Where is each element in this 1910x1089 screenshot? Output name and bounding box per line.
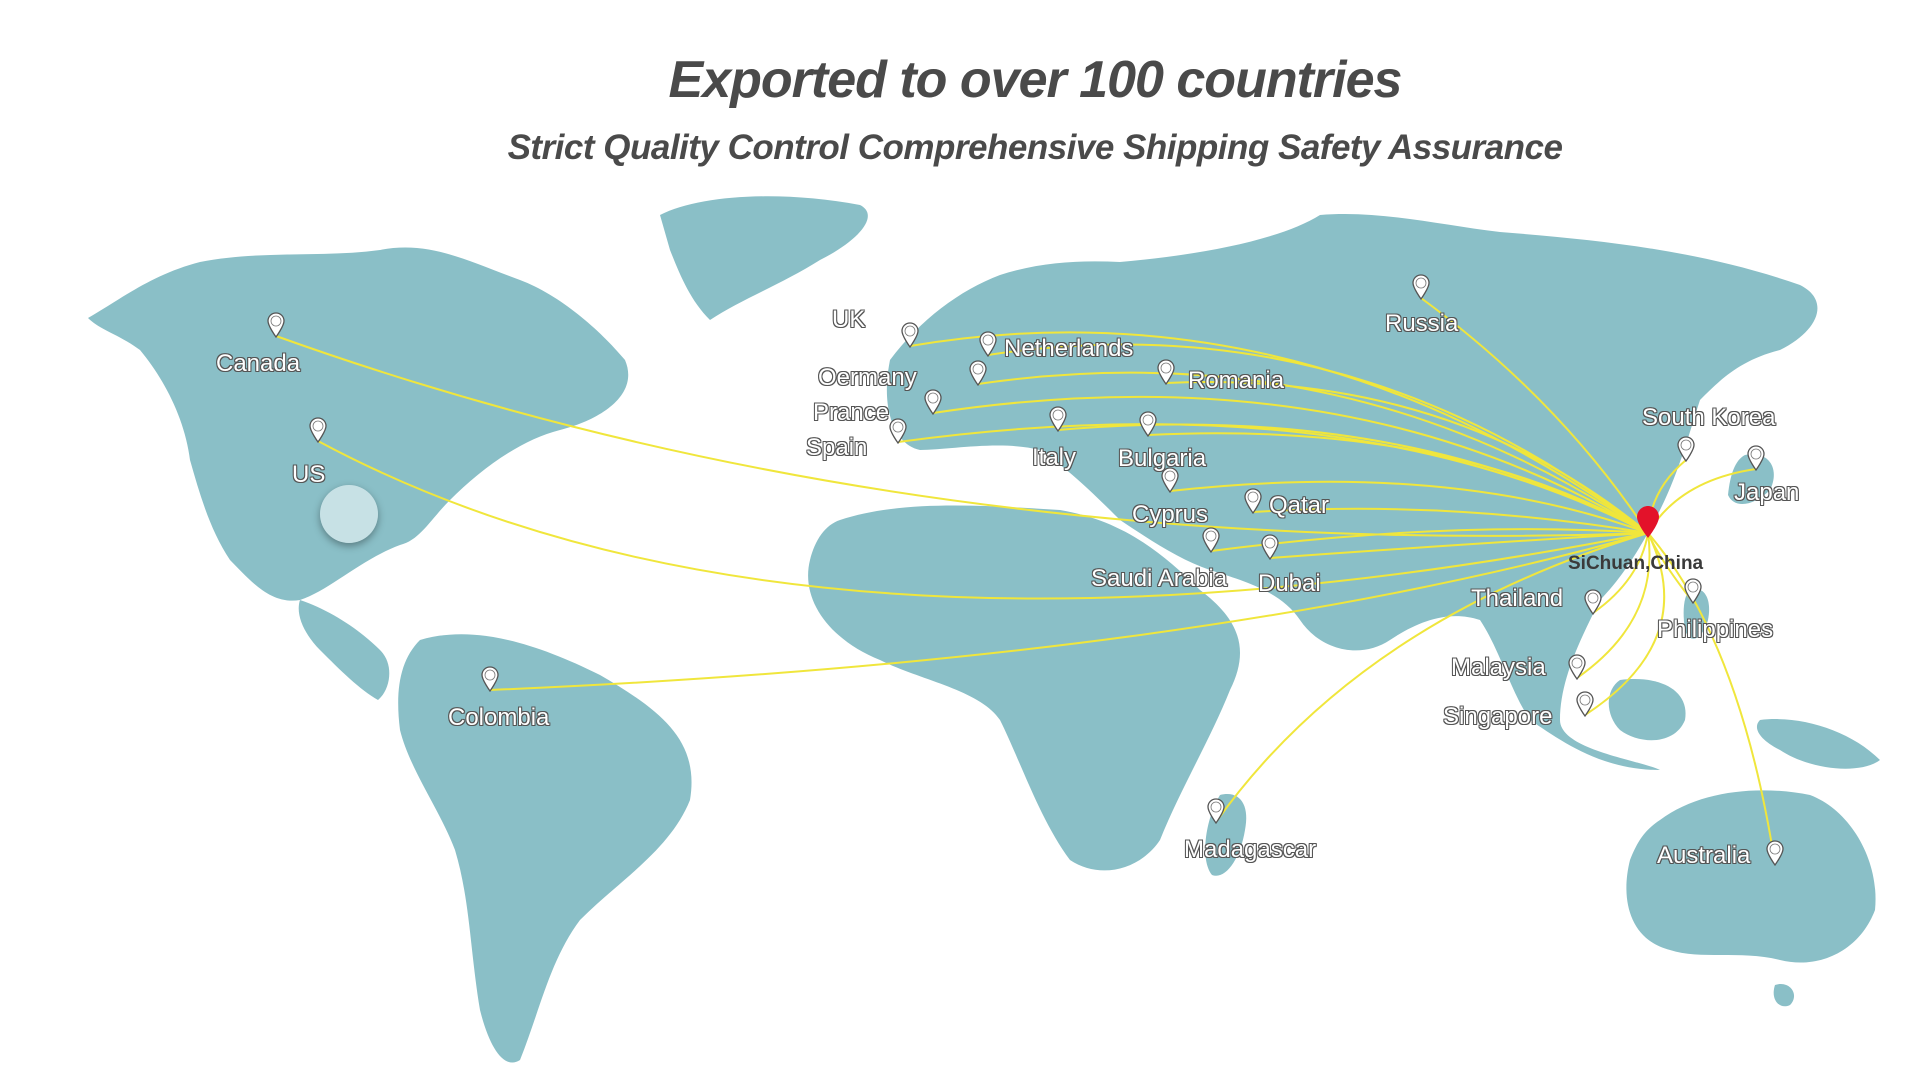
map-pin-icon[interactable]: [309, 417, 327, 443]
map-pin-icon[interactable]: [1684, 578, 1702, 604]
destination-label: Singapore: [1443, 703, 1553, 730]
destination-label: Russia: [1385, 310, 1459, 337]
destination-label: Netherlands: [1004, 335, 1134, 362]
page-subtitle: Strict Quality Control Comprehensive Shi…: [507, 128, 1563, 167]
destination-label: Romania: [1188, 367, 1285, 394]
map-pin-icon[interactable]: [979, 331, 997, 357]
destination-label: Oermany: [818, 364, 917, 391]
destination-label: US: [292, 461, 326, 488]
destination-label: Philippines: [1657, 616, 1774, 643]
map-pin-icon[interactable]: [1261, 534, 1279, 560]
destination-label: Canada: [216, 350, 301, 377]
destination-label: Madagascar: [1184, 836, 1317, 863]
destination-label: Saudi Arabia: [1091, 565, 1228, 592]
map-pin-icon[interactable]: [1576, 691, 1594, 717]
destination-label: South Korea: [1642, 404, 1776, 431]
map-pin-icon[interactable]: [889, 418, 907, 444]
destination-label: Cyprus: [1132, 501, 1209, 528]
map-pin-icon[interactable]: [1766, 840, 1784, 866]
map-pin-red-icon: [1637, 506, 1659, 538]
map-pin-icon[interactable]: [1049, 406, 1067, 432]
destination-label: Spain: [806, 434, 868, 461]
map-pin-icon[interactable]: [1139, 411, 1157, 437]
destination-label: Thailand: [1471, 585, 1564, 612]
map-pin-icon[interactable]: [1747, 445, 1765, 471]
destination-label: Prance: [813, 399, 890, 426]
land-masses: [88, 196, 1880, 1063]
destination-label: UK: [832, 306, 866, 333]
destination-label: Dubai: [1258, 570, 1321, 597]
page-title: Exported to over 100 countries: [668, 51, 1403, 109]
destination-label: Bulgaria: [1118, 445, 1207, 472]
map-pin-icon[interactable]: [1207, 798, 1225, 824]
map-pin-icon[interactable]: [901, 322, 919, 348]
map-pin-icon[interactable]: [1412, 274, 1430, 300]
destination-label: Qatar: [1269, 492, 1330, 519]
map-pin-icon[interactable]: [1157, 359, 1175, 385]
destination-label: Japan: [1734, 479, 1800, 506]
map-pin-icon[interactable]: [481, 666, 499, 692]
touch-indicator: [320, 485, 378, 543]
map-pin-icon[interactable]: [267, 312, 285, 338]
map-pin-icon[interactable]: [969, 360, 987, 386]
destination-label: Malaysia: [1451, 654, 1546, 681]
destination-label: Australia: [1657, 842, 1751, 869]
map-pin-icon[interactable]: [1202, 527, 1220, 553]
map-pin-icon[interactable]: [1161, 467, 1179, 493]
destination-label: Italy: [1032, 444, 1077, 471]
map-pin-icon[interactable]: [1584, 589, 1602, 615]
map-pin-icon[interactable]: [1677, 436, 1695, 462]
origin-label: SiChuan,China: [1568, 553, 1704, 574]
map-pin-icon[interactable]: [1568, 654, 1586, 680]
destination-label: Colombia: [448, 704, 550, 731]
map-pin-icon[interactable]: [924, 389, 942, 415]
map-pin-icon[interactable]: [1244, 488, 1262, 514]
